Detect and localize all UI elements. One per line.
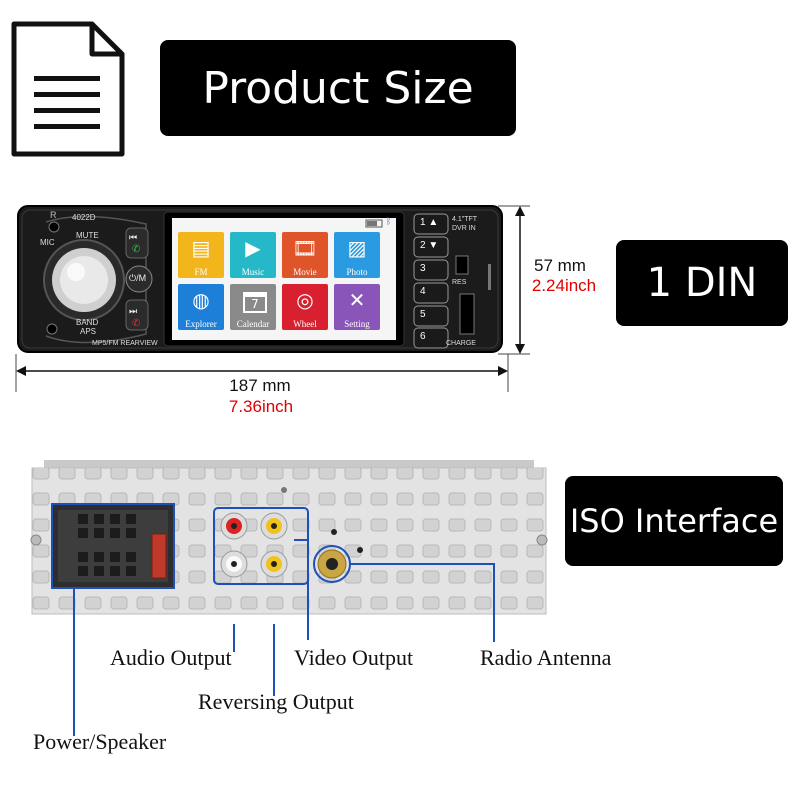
app-tile-movie[interactable]: 🎞 Movie	[282, 232, 328, 278]
reset-label: R	[50, 210, 57, 220]
app-tile-label: FM	[194, 267, 208, 277]
app-tile-wheel[interactable]: ◎ Wheel	[282, 284, 328, 330]
width-mm-label: 187 mm	[229, 376, 291, 395]
document-icon	[11, 21, 125, 157]
preset-button-1[interactable]: 1 ▲	[420, 217, 439, 228]
app-tile-label: Wheel	[293, 319, 317, 329]
prev-track-icon[interactable]: ⏮	[129, 232, 138, 242]
mic-label: MIC	[40, 238, 55, 247]
reversing-output-label: Reversing Output	[198, 689, 354, 714]
width-dimension-line	[15, 354, 509, 392]
mute-button[interactable]: MUTE	[76, 231, 99, 240]
app-tile-label: Photo	[346, 267, 368, 277]
calendar-icon: 7	[243, 292, 267, 313]
video-output-label: Video Output	[294, 645, 414, 670]
wrench-icon: ✕	[348, 288, 366, 312]
height-mm-label: 57 mm	[534, 256, 586, 275]
app-tile-label: Explorer	[185, 319, 217, 329]
radio-icon: ▤	[191, 236, 211, 260]
preset-button-4[interactable]: 4	[420, 286, 426, 297]
steering-wheel-icon: ◎	[296, 288, 314, 312]
preset-button-5[interactable]: 5	[420, 309, 426, 320]
app-tile-explorer[interactable]: ◍ Explorer	[178, 284, 224, 330]
callout-lines	[73, 539, 495, 736]
din-badge-label: 1 DIN	[646, 260, 758, 306]
app-tile-label: Music	[241, 267, 265, 277]
width-inch-label: 7.36inch	[228, 397, 294, 416]
audio-output-label: Audio Output	[110, 645, 232, 670]
aps-button[interactable]: APS	[80, 327, 97, 336]
globe-icon: ◍	[192, 288, 210, 312]
app-tile-music[interactable]: ▶ Music	[230, 232, 276, 278]
bluetooth-icon: ᛒ	[386, 216, 392, 226]
dvr-label: DVR IN	[452, 225, 476, 232]
radio-antenna-label: Radio Antenna	[480, 645, 612, 670]
preset-button-3[interactable]: 3	[420, 263, 426, 274]
res-label: RES	[452, 279, 467, 286]
play-icon: ▶	[245, 236, 261, 260]
model-label: 4022D	[72, 213, 96, 222]
app-tile-label: Calendar	[236, 319, 270, 329]
call-hangup-icon[interactable]: ✆	[132, 318, 141, 329]
page-title-badge: Product Size	[160, 40, 516, 136]
din-badge: 1 DIN	[616, 240, 788, 326]
app-tile-setting[interactable]: ✕ Setting	[334, 284, 380, 330]
photo-icon: ▨	[347, 236, 367, 260]
iso-badge: ISO Interface	[565, 476, 783, 566]
preset-button-2[interactable]: 2 ▼	[420, 240, 439, 251]
preset-button-6[interactable]: 6	[420, 331, 426, 342]
app-tile-label: Setting	[344, 319, 370, 329]
height-dimension-line	[498, 205, 530, 355]
film-icon: 🎞	[292, 236, 318, 260]
call-answer-icon[interactable]: ✆	[132, 244, 141, 255]
app-tile-photo[interactable]: ▨ Photo	[334, 232, 380, 278]
power-speaker-label: Power/Speaker	[33, 729, 167, 754]
radio-front-panel: R 4022D MIC MUTE BAND APS ⏻/M ⏮ ✆ ⏭ ✆ MP…	[16, 204, 504, 354]
charge-label: CHARGE	[446, 340, 476, 347]
next-track-icon[interactable]: ⏭	[129, 306, 138, 316]
power-mode-button[interactable]: ⏻/M	[129, 273, 147, 283]
radio-back-panel	[28, 460, 550, 620]
page-title: Product Size	[202, 62, 474, 114]
app-tile-label: Movie	[293, 267, 317, 277]
band-button[interactable]: BAND	[76, 318, 99, 327]
height-inch-label: 2.24inch	[531, 276, 597, 295]
app-tile-fm[interactable]: ▤ FM	[178, 232, 224, 278]
tft-label: 4.1"TFT	[452, 216, 478, 223]
iso-badge-label: ISO Interface	[569, 502, 779, 540]
bottom-panel-label: MP5/FM REARVIEW	[92, 340, 158, 347]
